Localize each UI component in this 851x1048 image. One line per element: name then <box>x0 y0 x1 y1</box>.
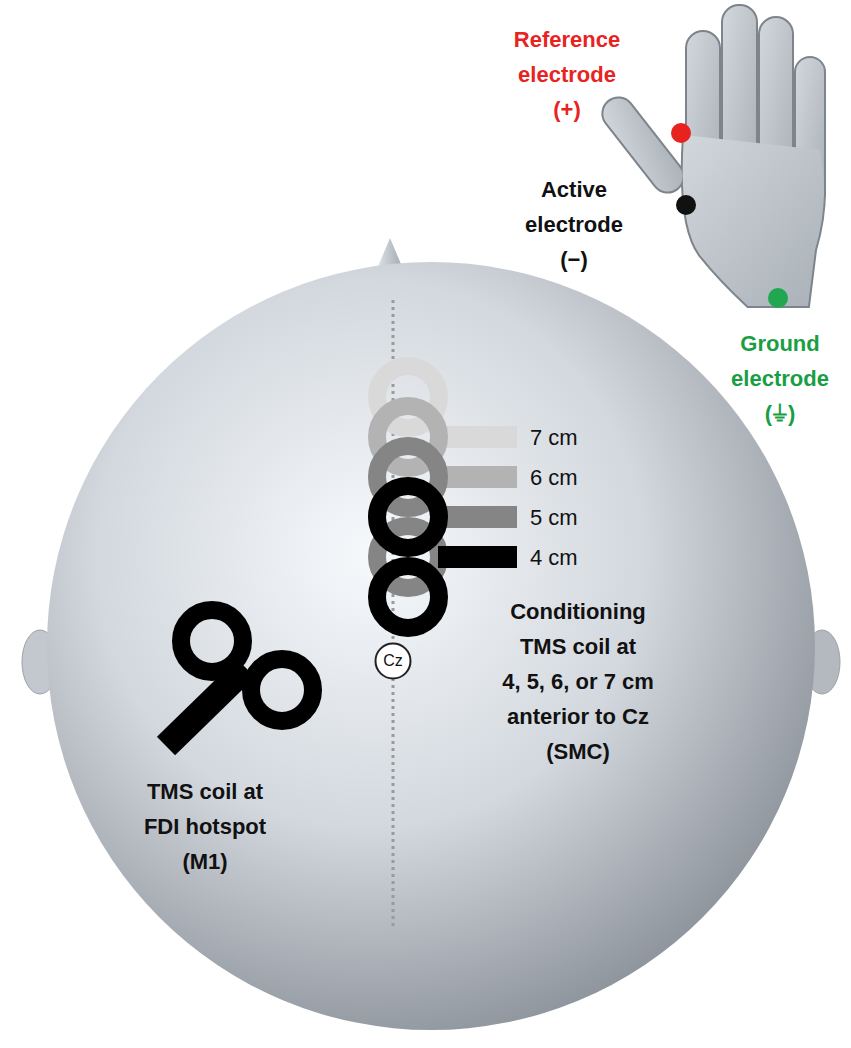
coil-ring <box>181 610 243 672</box>
text-line: Active <box>525 172 623 207</box>
coil-label: TMS coil at FDI hotspot (M1) <box>144 774 266 879</box>
text-line: electrode <box>525 207 623 242</box>
hand <box>597 6 824 308</box>
distance-label: 5 cm <box>530 500 578 535</box>
node-label: Cz <box>374 642 412 680</box>
text-line: (+) <box>514 92 620 127</box>
text-line: anterior to Cz <box>502 699 654 734</box>
text-line: 5 cm <box>530 500 578 535</box>
text-line: (⏚) <box>731 396 829 431</box>
text-line: TMS coil at <box>502 629 654 664</box>
text-line: electrode <box>731 361 829 396</box>
palm <box>683 135 824 306</box>
coil-m1 <box>166 610 313 746</box>
text-line: 6 cm <box>530 460 578 495</box>
electrode-label: Ground electrode (⏚) <box>731 326 829 431</box>
text-line: TMS coil at <box>144 774 266 809</box>
coil-label: Conditioning TMS coil at 4, 5, 6, or 7 c… <box>502 594 654 769</box>
palm <box>683 135 824 306</box>
coil-handle <box>438 506 517 528</box>
text-line: 4 cm <box>530 540 578 575</box>
coil-ring <box>251 659 313 721</box>
text-line: FDI hotspot <box>144 809 266 844</box>
text-line: (−) <box>525 242 623 277</box>
text-line: electrode <box>514 57 620 92</box>
active-electrode-dot <box>676 195 696 215</box>
text-line: 4, 5, 6, or 7 cm <box>502 664 654 699</box>
electrode-label: Active electrode (−) <box>525 172 623 277</box>
text-line: 7 cm <box>530 420 578 455</box>
distance-label: 7 cm <box>530 420 578 455</box>
coil-ring <box>377 566 439 628</box>
coil-handle <box>438 546 517 568</box>
hand-outline <box>597 6 824 306</box>
electrode-label: Reference electrode (+) <box>514 22 620 127</box>
text-line: Conditioning <box>502 594 654 629</box>
text-line: Ground <box>731 326 829 361</box>
text-line: (M1) <box>144 844 266 879</box>
text-line: (SMC) <box>502 734 654 769</box>
reference-electrode-dot <box>671 123 691 143</box>
hand-fill <box>597 6 824 306</box>
distance-label: 4 cm <box>530 540 578 575</box>
ground-electrode-dot <box>768 288 788 308</box>
coil-handle <box>438 426 517 448</box>
coil-4cm <box>377 486 517 628</box>
distance-label: 6 cm <box>530 460 578 495</box>
text-line: Reference <box>514 22 620 57</box>
coil-handle <box>438 466 517 488</box>
thumb <box>597 92 688 197</box>
head <box>47 262 815 1030</box>
electrode-position-circle: Cz <box>374 642 412 680</box>
thumb <box>597 92 688 197</box>
coil-ring <box>377 486 439 548</box>
